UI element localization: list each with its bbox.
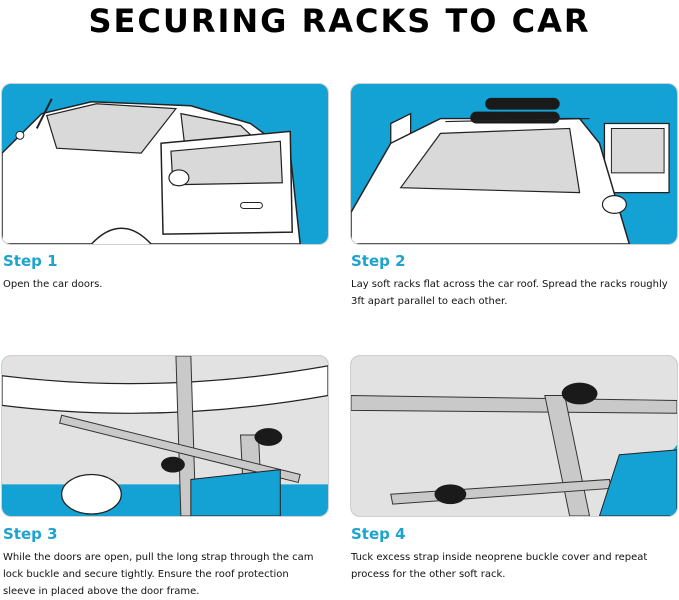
- step-2-text: Lay soft racks flat across the car roof.…: [351, 279, 668, 307]
- step-3-heading: Step 3: [3, 525, 58, 543]
- step-4-illustration: [350, 355, 678, 517]
- step-2-heading: Step 2: [351, 252, 406, 270]
- step-1-text: Open the car doors.: [3, 279, 103, 290]
- step-1-heading: Step 1: [3, 252, 58, 270]
- step-4-heading: Step 4: [351, 525, 406, 543]
- step-4-text: Tuck excess strap inside neoprene buckle…: [351, 552, 648, 580]
- step-3-text: While the doors are open, pull the long …: [3, 552, 314, 597]
- step-1-illustration: [1, 83, 329, 245]
- page-title: SECURING RACKS TO CAR: [88, 2, 591, 40]
- step-2-illustration: [350, 83, 678, 245]
- step-3-illustration: [1, 355, 329, 517]
